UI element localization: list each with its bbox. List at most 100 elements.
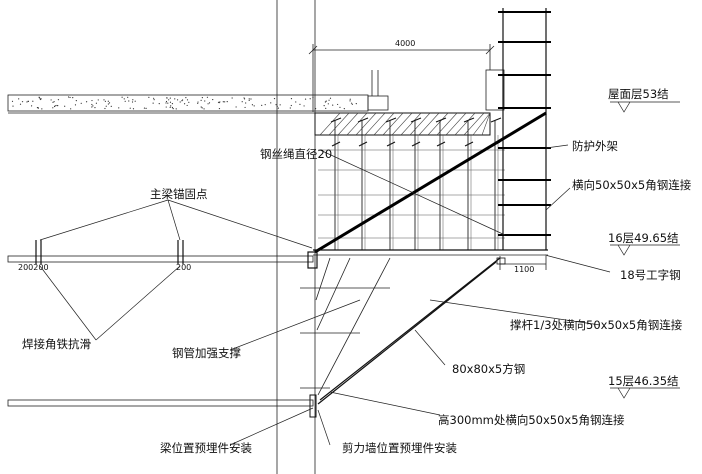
- hatch-dot: [323, 105, 325, 107]
- label-strut-angle: 撑杆1/3处横向50x50x5角钢连接: [510, 318, 683, 332]
- hatch-dot: [166, 97, 168, 99]
- hatch-dot: [167, 102, 169, 104]
- hatch-dot: [153, 99, 155, 101]
- hatch-dot: [108, 102, 111, 104]
- hatch-dot: [264, 104, 266, 106]
- hatch-dot: [243, 97, 245, 99]
- hatch-dot: [201, 107, 203, 109]
- hatch-dot: [105, 105, 107, 107]
- hatch-line: [427, 112, 449, 136]
- hatch-dot: [183, 103, 186, 105]
- hatch-dot: [327, 103, 329, 105]
- hatch-dot: [279, 104, 281, 106]
- label-shear-wall-embed: 剪力墙位置预埋件安装: [342, 441, 457, 455]
- hatch-dot: [179, 101, 181, 103]
- hatch-line: [391, 112, 413, 136]
- roof-slab-hatch: [11, 96, 357, 110]
- hatch-line: [319, 112, 341, 136]
- clamp-mark: [331, 141, 341, 147]
- dim-1100-text: 1100: [514, 265, 534, 274]
- hatch-dot: [148, 96, 150, 98]
- clamp-mark: [358, 141, 368, 147]
- top-beam: [314, 112, 491, 136]
- hatch-dot: [12, 105, 14, 107]
- hatch-dot: [197, 101, 199, 103]
- hanger-rods: [318, 117, 505, 250]
- label-weld-angle: 焊接角铁抗滑: [22, 337, 91, 351]
- hatch-dot: [95, 102, 97, 104]
- hatch-dot: [107, 100, 109, 102]
- hatch-dot: [67, 96, 70, 98]
- hatch-dot: [74, 104, 77, 106]
- label-roof-level: 屋面层53结: [608, 87, 669, 101]
- hatch-dot: [253, 105, 255, 107]
- dimension-4000: 4000: [308, 39, 495, 112]
- hatch-dot: [176, 99, 179, 101]
- hatch-line: [409, 112, 431, 136]
- clamp-mark: [411, 141, 421, 147]
- hatch-dot: [107, 103, 109, 105]
- hatch-dot: [171, 103, 174, 105]
- hatch-dot: [91, 99, 93, 102]
- clamp-mark: [463, 117, 475, 123]
- hatch-dot: [222, 101, 224, 103]
- hatch-dot: [181, 100, 183, 102]
- hatch-dot: [91, 103, 93, 106]
- hatch-dot: [204, 100, 206, 102]
- hatch-dot: [299, 103, 301, 105]
- hatch-dot: [72, 97, 74, 99]
- hatch-dot: [169, 106, 171, 108]
- hatch-dot: [329, 97, 332, 99]
- hatch-dot: [206, 96, 209, 98]
- hatch-dot: [158, 103, 160, 105]
- protective-scaffold-tower: [498, 8, 551, 250]
- label-main-anchor: 主梁锚固点: [150, 187, 208, 201]
- hatch-line: [355, 112, 377, 136]
- hatch-dot: [250, 98, 252, 100]
- roof-slab: [7, 69, 505, 114]
- hatch-dot: [118, 107, 120, 109]
- hatch-dot: [251, 104, 254, 106]
- hatch-line: [337, 112, 359, 136]
- hatch-dot: [131, 101, 134, 103]
- hatch-dot: [169, 101, 172, 103]
- hatch-dot: [339, 106, 341, 108]
- hatch-dot: [92, 105, 94, 107]
- hatch-line: [400, 112, 422, 136]
- hatch-dot: [349, 98, 351, 100]
- hatch-dot: [121, 96, 123, 98]
- hatch-dot: [53, 105, 56, 108]
- clamp-mark: [436, 141, 446, 147]
- hatch-dot: [38, 97, 41, 99]
- hatch-dot: [80, 102, 82, 104]
- clamp-mark: [490, 117, 502, 123]
- hatch-dot: [226, 101, 228, 103]
- hatch-dot: [328, 99, 330, 101]
- hatch-dot: [53, 101, 55, 103]
- clamp-mark: [435, 117, 447, 123]
- hatch-dot: [19, 103, 22, 105]
- hatch-dot: [325, 100, 327, 102]
- hatch-dot: [165, 106, 167, 108]
- hatch-dot: [355, 103, 357, 105]
- hatch-dot: [273, 97, 276, 100]
- hatch-dot: [290, 98, 293, 100]
- hatch-dot: [168, 99, 170, 101]
- hatch-line: [328, 112, 350, 136]
- hatch-line: [418, 112, 440, 136]
- hatch-dot: [30, 105, 33, 107]
- hatch-dot: [174, 98, 176, 100]
- building-wall-lines: [276, 0, 316, 474]
- hatch-dot: [50, 99, 52, 101]
- hatch-dot: [110, 105, 112, 107]
- clamp-mark: [386, 141, 396, 147]
- hatch-dot: [52, 101, 54, 103]
- hatch-dot: [231, 97, 233, 99]
- label-beam-embed: 梁位置预埋件安装: [160, 441, 252, 455]
- hatch-dot: [128, 100, 130, 102]
- hatch-dot: [349, 100, 351, 102]
- clamp-mark: [464, 141, 474, 147]
- hatch-dot: [104, 100, 106, 102]
